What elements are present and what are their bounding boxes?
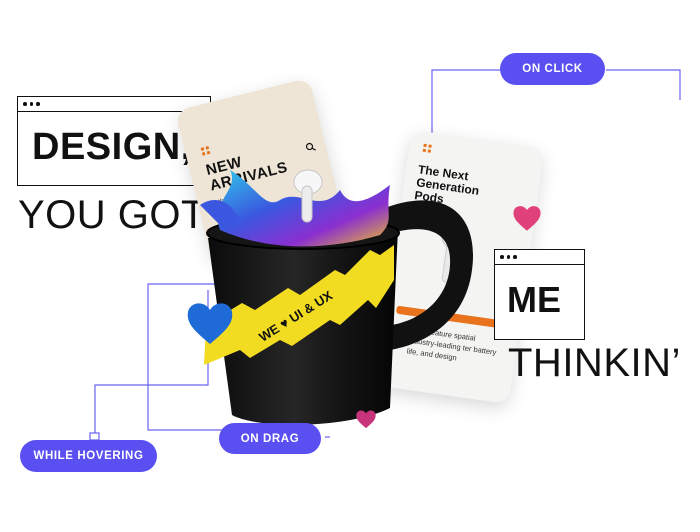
heart-icon [187, 303, 233, 344]
thinkin-text: THINKIN’ [508, 341, 681, 385]
you-got-text: YOU GOT [18, 193, 206, 237]
search-icon [304, 138, 316, 151]
heart-icon [356, 410, 376, 429]
on-drag-pill[interactable]: ON DRAG [219, 423, 321, 454]
me-text: ME [507, 279, 561, 320]
while-hovering-pill[interactable]: WHILE HOVERING [20, 440, 157, 472]
on-click-pill[interactable]: ON CLICK [500, 53, 605, 85]
design-window: DESIGN, [17, 96, 211, 186]
mug: WE ♥ UI & UX [200, 169, 474, 425]
grid-icon [200, 145, 211, 156]
window-titlebar [495, 250, 584, 265]
design-text: DESIGN, [32, 126, 192, 168]
me-window: ME [494, 249, 585, 340]
grid-icon [422, 143, 432, 153]
product-card-left: NEW ARRIVALS th Products [174, 77, 348, 265]
heart-icon [513, 206, 541, 231]
window-titlebar [18, 97, 210, 112]
